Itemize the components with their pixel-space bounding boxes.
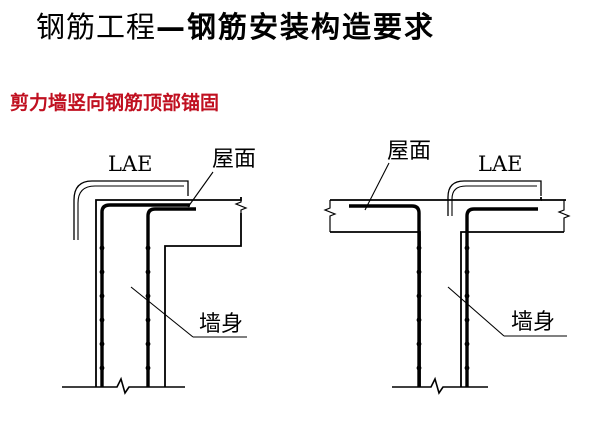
- left-wall-outline: [95, 197, 242, 387]
- left-inner-rebar: [146, 207, 196, 387]
- left-lae-bracket: [73, 180, 189, 240]
- right-roof-label: 屋面: [387, 139, 431, 164]
- left-dist-bars: [99, 245, 151, 371]
- title-main: 钢筋工程: [36, 10, 157, 44]
- right-end-rebar: [465, 207, 538, 387]
- right-slab-break-left: [323, 200, 337, 232]
- left-slab-break: [234, 197, 248, 213]
- left-roof-label: 屋面: [212, 147, 256, 172]
- right-wall-label: 墙身: [511, 310, 555, 335]
- right-wall-leader: [447, 286, 505, 337]
- title-rest: —钢筋安装构造要求: [156, 10, 436, 44]
- right-lae-bracket-inner: [451, 185, 537, 216]
- left-wall-leader: [130, 286, 194, 338]
- left-outer-rebar: [100, 203, 190, 387]
- page-title: 钢筋工程—钢筋安装构造要求: [36, 4, 435, 46]
- diagram-subtitle: 剪力墙竖向钢筋顶部锚固: [10, 92, 220, 114]
- right-bottom-break: [392, 376, 488, 395]
- right-lae-bracket: [447, 180, 542, 216]
- right-roof-leader: [364, 162, 390, 211]
- right-middle-rebar: [349, 204, 421, 387]
- left-lae-label: LAE: [108, 152, 152, 176]
- left-roof-leader: [187, 171, 214, 208]
- right-dist-bars: [416, 245, 470, 371]
- left-lae-bracket-inner: [77, 185, 184, 240]
- left-bottom-break: [62, 376, 185, 395]
- right-slab-break-right: [557, 200, 571, 232]
- left-detail: [62, 171, 248, 395]
- right-detail: [323, 162, 571, 395]
- right-lae-label: LAE: [478, 152, 522, 176]
- right-slab-left: [330, 197, 542, 387]
- right-slab-right: [460, 231, 564, 387]
- left-wall-label: 墙身: [199, 312, 243, 337]
